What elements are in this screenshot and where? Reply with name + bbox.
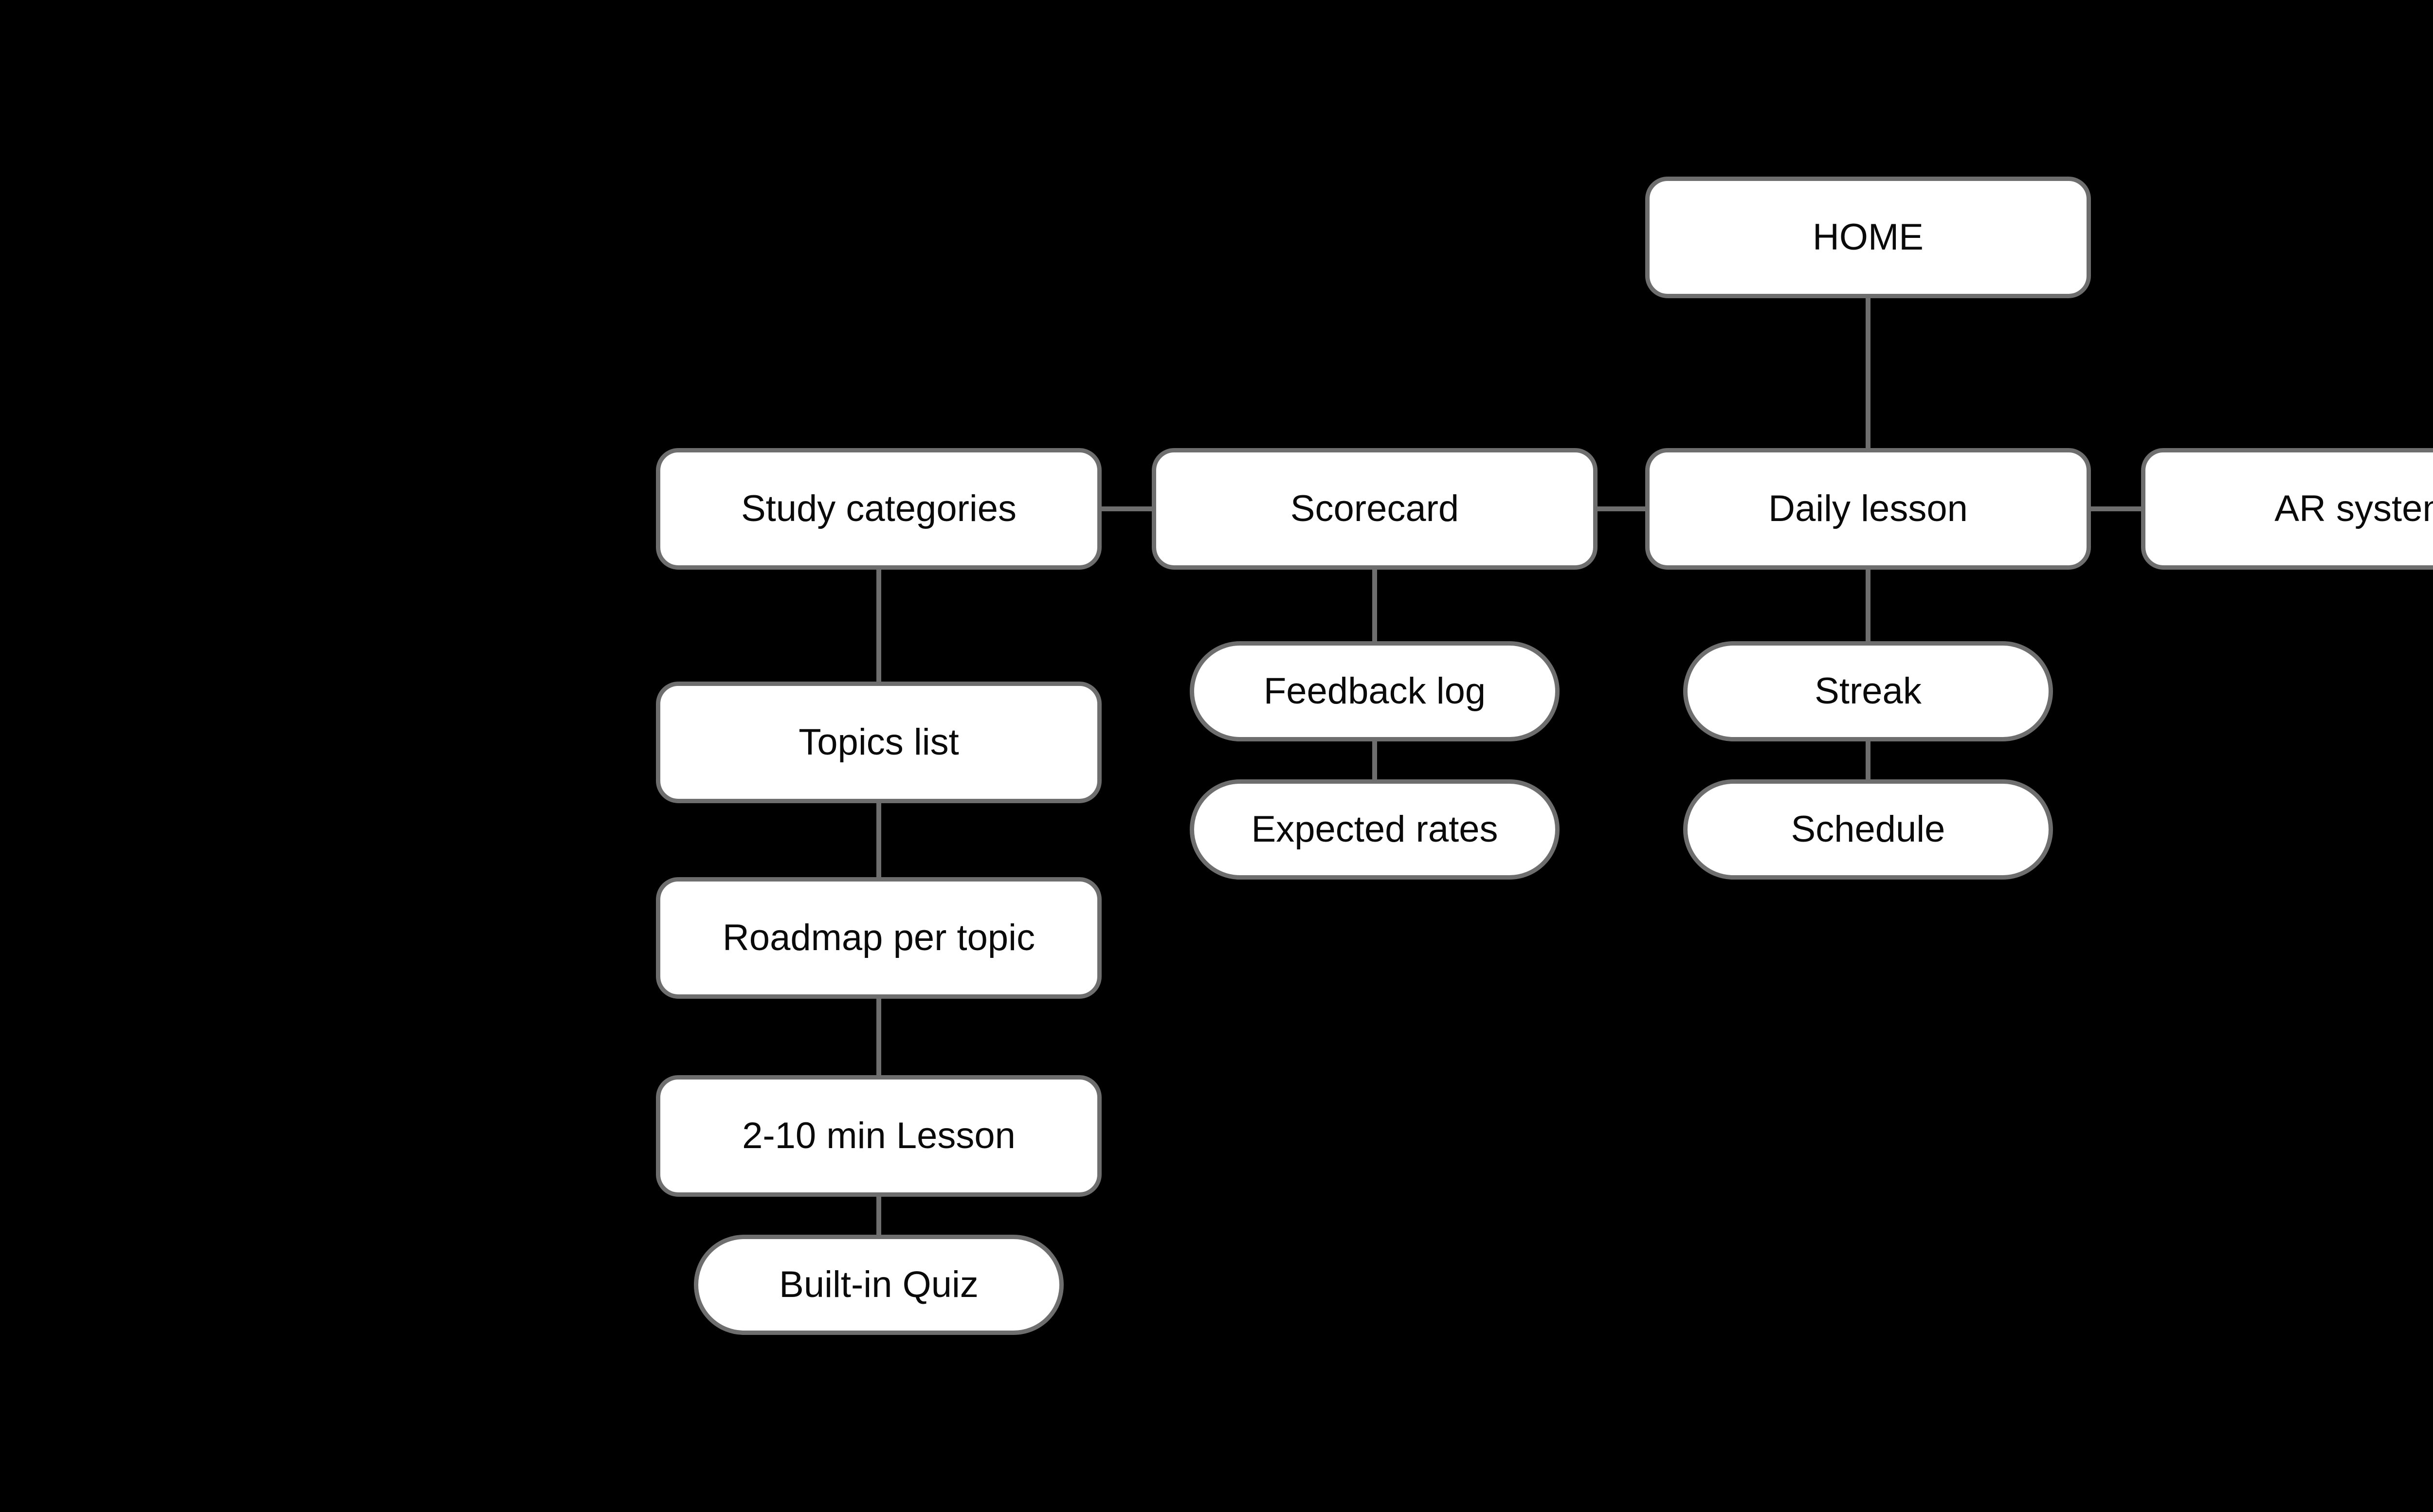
node-home[interactable]: HOME [1645, 177, 2091, 298]
node-built-in-quiz-label: Built-in Quiz [779, 1264, 979, 1305]
node-topics-list[interactable]: Topics list [656, 682, 1102, 803]
connector-min-lesson-built-in-quiz [876, 1197, 881, 1235]
node-scorecard-label: Scorecard [1290, 488, 1459, 529]
node-expected-rates[interactable]: Expected rates [1190, 779, 1560, 880]
node-schedule-label: Schedule [1791, 809, 1945, 850]
connector-study-categories-topics-list [876, 570, 881, 682]
node-expected-rates-label: Expected rates [1251, 809, 1498, 850]
node-study-categories[interactable]: Study categories [656, 448, 1102, 570]
node-streak[interactable]: Streak [1683, 641, 2053, 741]
node-daily-lesson[interactable]: Daily lesson [1645, 448, 2091, 570]
node-2-10-min-lesson[interactable]: 2-10 min Lesson [656, 1075, 1102, 1197]
node-study-categories-label: Study categories [741, 488, 1017, 529]
connector-feedback-log-expected-rates [1372, 741, 1377, 779]
connector-daily-lesson-streak [1866, 570, 1870, 641]
node-ar-system[interactable]: AR system [2141, 448, 2433, 570]
connector-topics-list-roadmap [876, 803, 881, 877]
node-schedule[interactable]: Schedule [1683, 779, 2053, 880]
node-2-10-min-lesson-label: 2-10 min Lesson [742, 1115, 1016, 1156]
node-daily-lesson-label: Daily lesson [1768, 488, 1968, 529]
node-home-label: HOME [1813, 216, 1924, 258]
node-streak-label: Streak [1815, 670, 1922, 712]
connector-streak-schedule [1866, 741, 1870, 779]
node-feedback-log-label: Feedback log [1263, 670, 1486, 712]
connector-roadmap-min-lesson [876, 999, 881, 1075]
connector-home-daily-lesson [1866, 298, 1870, 448]
connector-scorecard-daily-lesson [1598, 506, 1645, 511]
node-roadmap-per-topic[interactable]: Roadmap per topic [656, 877, 1102, 999]
connector-scorecard-feedback-log [1372, 570, 1377, 641]
node-ar-system-label: AR system [2274, 488, 2433, 529]
node-scorecard[interactable]: Scorecard [1152, 448, 1598, 570]
node-built-in-quiz[interactable]: Built-in Quiz [694, 1235, 1064, 1335]
connector-daily-lesson-ar-system [2091, 506, 2141, 511]
connector-study-categories-scorecard [1102, 506, 1152, 511]
node-topics-list-label: Topics list [799, 721, 959, 763]
node-feedback-log[interactable]: Feedback log [1190, 641, 1560, 741]
node-roadmap-per-topic-label: Roadmap per topic [722, 917, 1035, 958]
